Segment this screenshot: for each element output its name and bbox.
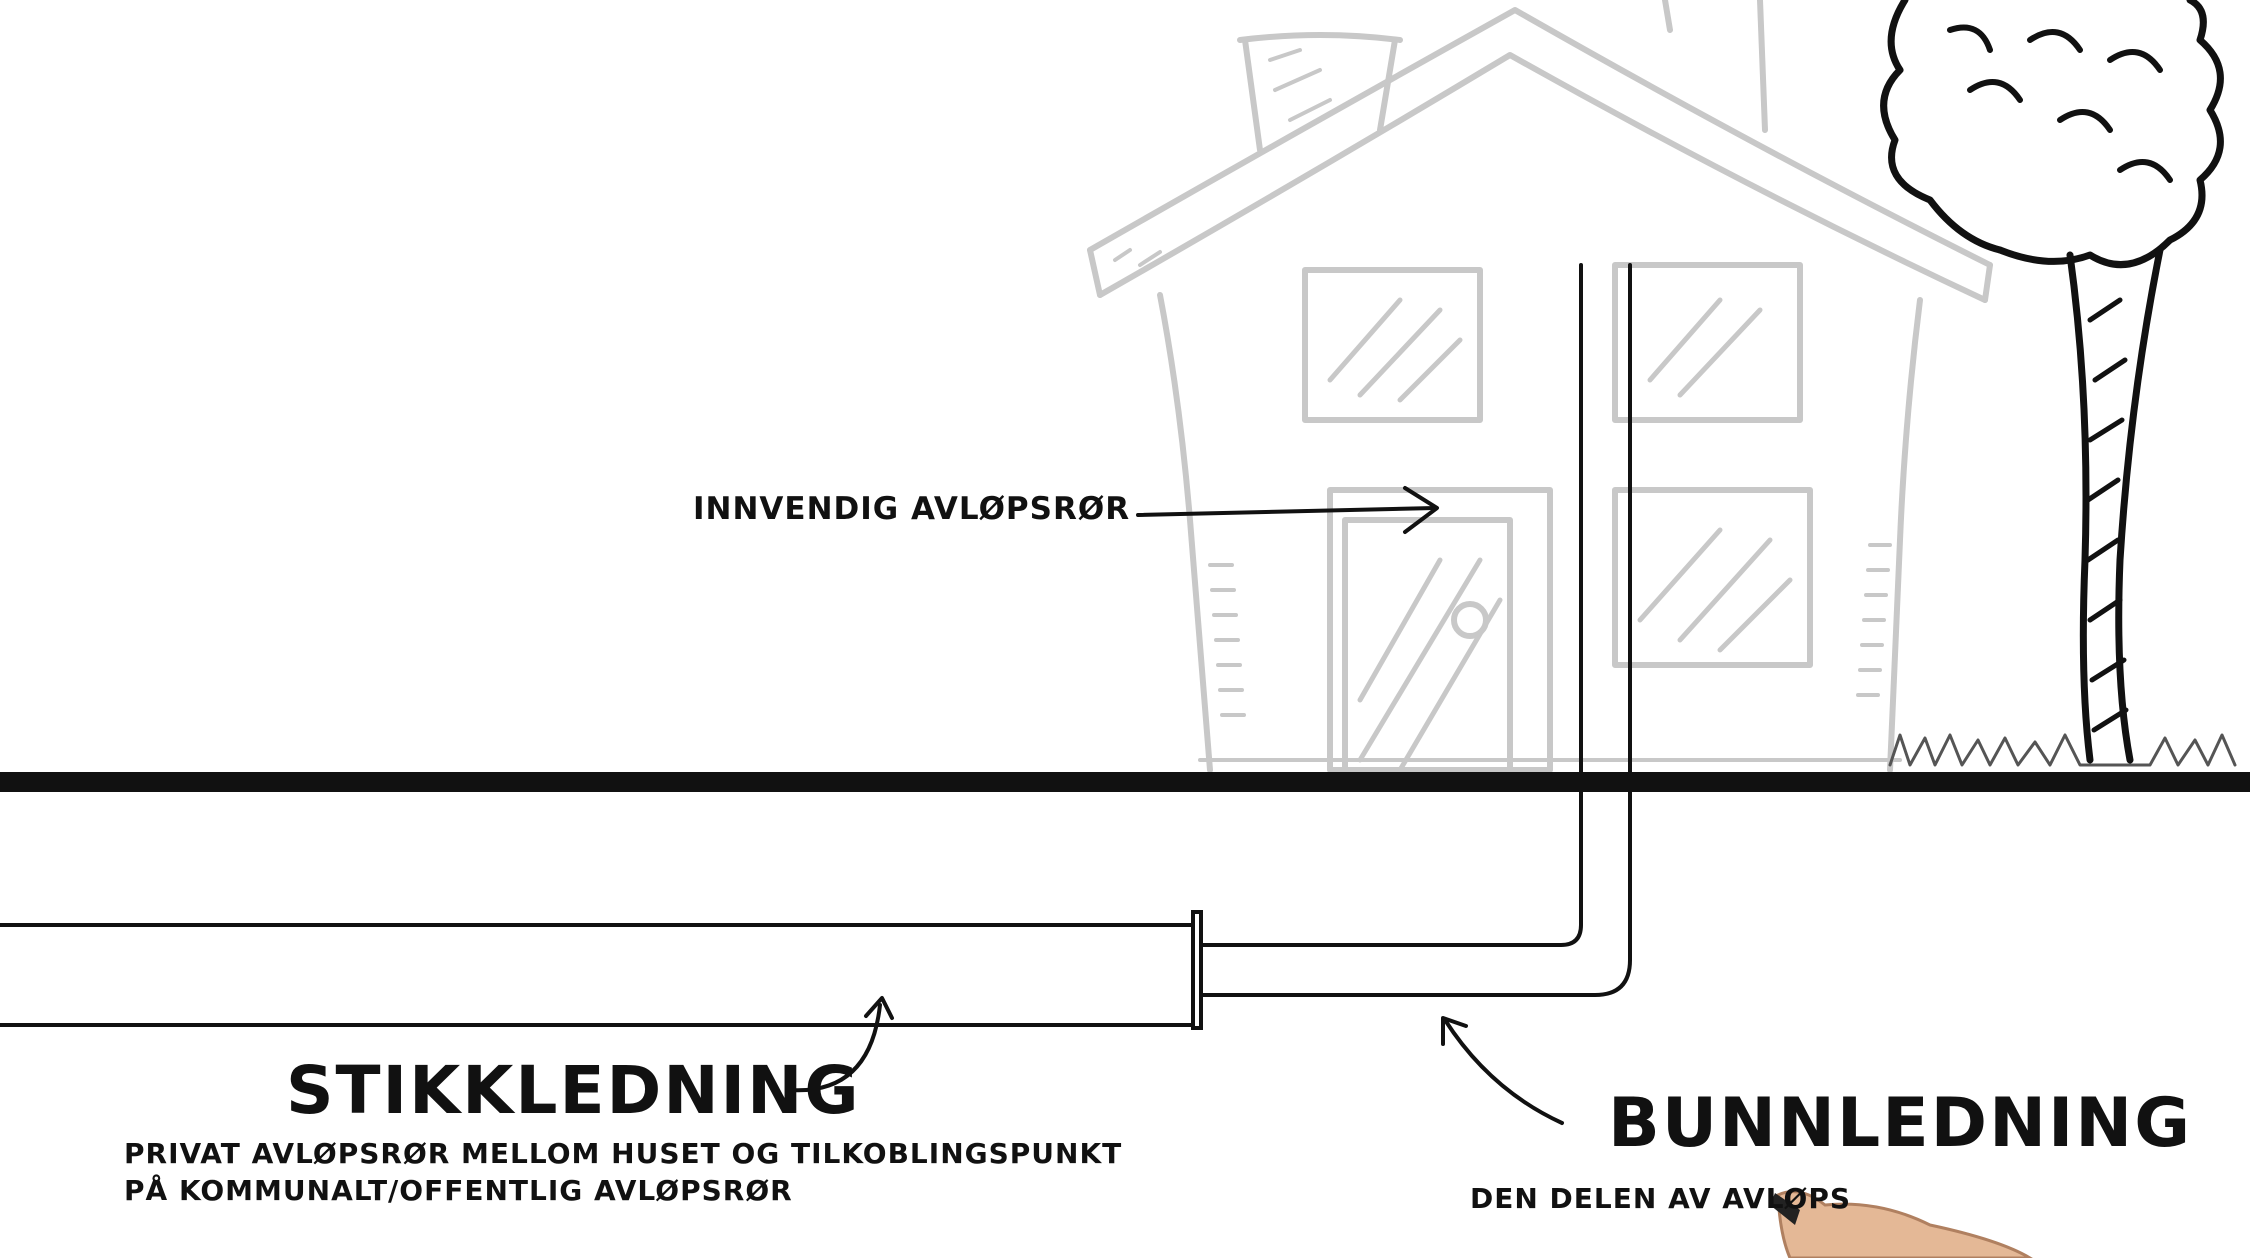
arrows <box>788 486 1564 1125</box>
inner-pipe-label: INNVENDIG AVLØPSRØR <box>693 491 1131 527</box>
bunnledning-description: DEN DELEN AV AVLØPS <box>1470 1182 1852 1215</box>
tree-sketch <box>1880 0 2237 767</box>
bunnledning-title: BUNNLEDNING <box>1608 1084 2193 1163</box>
inner-pipe-arrow <box>1136 506 1437 517</box>
pen-hand <box>1770 1190 2033 1258</box>
bunn-arrow <box>1443 1018 1564 1125</box>
stikkledning-title: STIKKLEDNING <box>286 1052 861 1129</box>
stikk-arrow <box>788 1003 882 1093</box>
stikkledning-pipe <box>0 910 1203 1030</box>
house-sketch <box>1087 0 1993 773</box>
stikkledning-description-line2: PÅ KOMMUNALT/OFFENTLIG AVLØPSRØR <box>124 1174 793 1207</box>
ground-line <box>0 772 2250 792</box>
bunnledning-pipe <box>1198 263 1632 997</box>
stikkledning-description-line1: PRIVAT AVLØPSRØR MELLOM HUSET OG TILKOBL… <box>124 1137 1123 1170</box>
